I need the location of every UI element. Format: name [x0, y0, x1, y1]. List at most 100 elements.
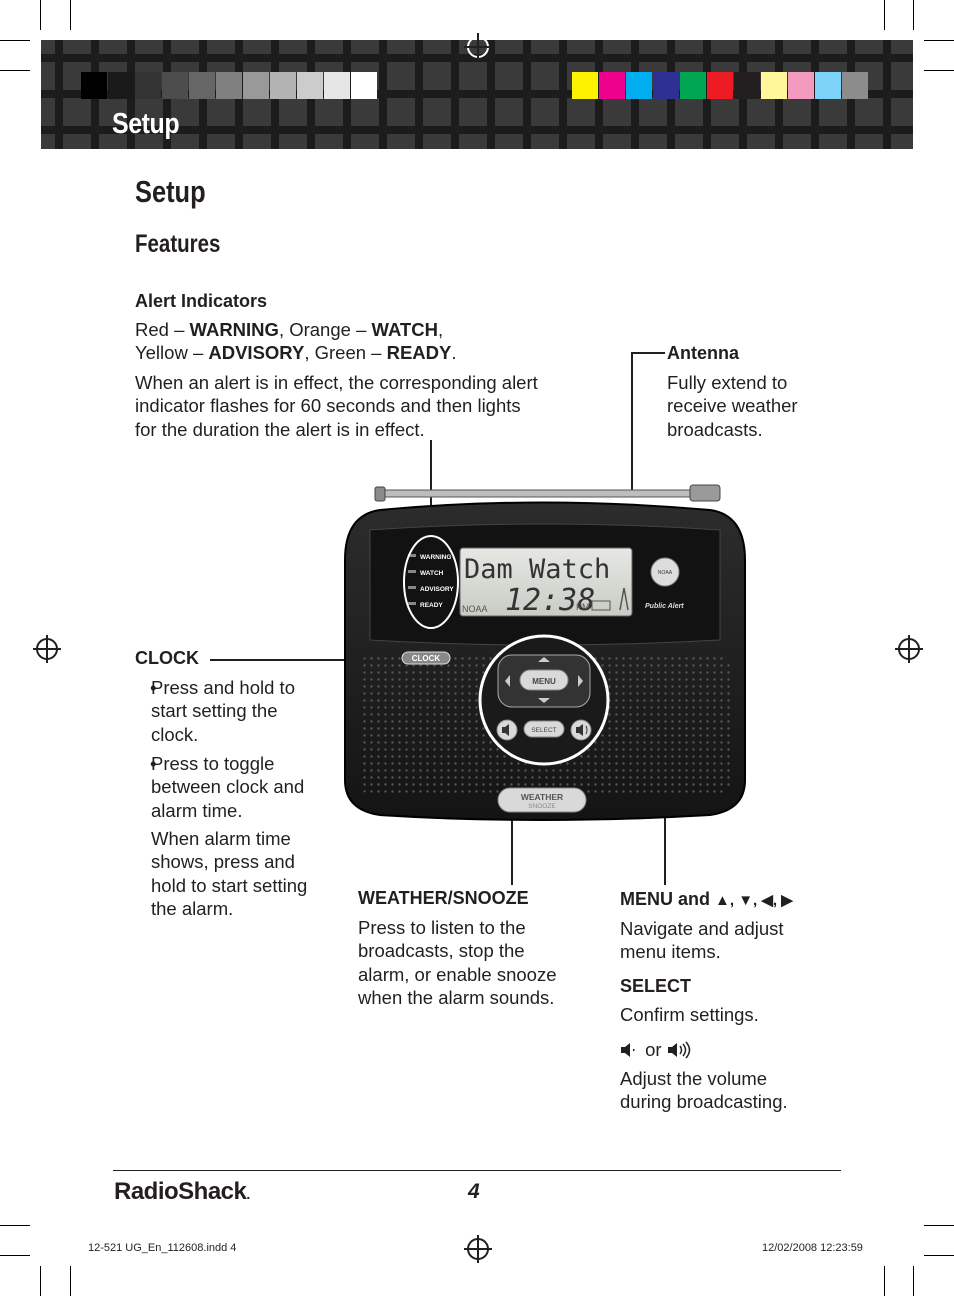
clock-bullet-1: Press and hold to start setting the cloc… — [151, 676, 311, 746]
crop-mark — [0, 1225, 30, 1226]
clock-bullet-2-text: Press to toggle between clock and alarm … — [151, 753, 305, 821]
crop-mark — [884, 1266, 885, 1296]
lcd-text: Dam Watch — [464, 554, 610, 585]
crop-mark — [924, 40, 954, 41]
color-swatch — [626, 72, 652, 99]
indicator-watch: WATCH — [420, 570, 444, 577]
antenna-body: Fully extend to receive weather broadcas… — [667, 372, 798, 440]
alert-heading: Alert Indicators — [135, 291, 268, 311]
antenna-heading: Antenna — [667, 343, 739, 363]
lcd-pm: PM — [576, 602, 590, 612]
logo-text: RadioShack — [114, 1178, 247, 1205]
crop-mark — [924, 1255, 954, 1256]
color-swatch — [189, 72, 215, 99]
volume-body: Adjust the volume during broadcasting. — [620, 1068, 788, 1113]
crop-mark — [913, 0, 914, 30]
crop-mark — [0, 40, 30, 41]
volume-down-icon — [621, 1043, 635, 1057]
alert-red-label: Red – — [135, 319, 190, 340]
select-heading: SELECT — [620, 976, 692, 996]
punct: . — [451, 342, 457, 364]
weather-button: WEATHER — [521, 792, 563, 802]
slug-date: 12/02/2008 12:23:59 — [762, 1242, 863, 1254]
registration-mark-icon — [895, 635, 923, 663]
menu-heading: MENU and ▲, ▼, ◀, ▶ — [620, 888, 793, 912]
menu-button: MENU — [532, 677, 556, 686]
page-title: Setup — [135, 174, 206, 209]
crop-mark — [0, 70, 30, 71]
bullet-dot: • — [150, 753, 157, 774]
color-swatch — [162, 72, 188, 99]
color-swatch — [297, 72, 323, 99]
volume-icons: or — [620, 1038, 691, 1062]
crop-mark — [924, 1225, 954, 1226]
weather-body: Press to listen to the broadcasts, stop … — [358, 917, 557, 1008]
crop-mark — [924, 70, 954, 71]
snooze-label: SNOOZE — [528, 803, 556, 810]
alert-orange-label: , Orange – — [278, 319, 372, 340]
indicator-ready: READY — [420, 602, 443, 609]
footer-rule — [113, 1170, 841, 1171]
alert-colors: Red – WARNING, Orange – WATCH, Yellow – … — [135, 318, 555, 365]
registration-mark-icon — [464, 33, 492, 61]
alert-ready-label: READY — [386, 342, 452, 364]
alert-yellow-label: Yellow – — [135, 342, 209, 364]
arrow-icons: ▲, ▼, ◀, ▶ — [715, 892, 793, 909]
menu-body: Navigate and adjust menu items. — [620, 918, 784, 963]
public-alert-logo: Public Alert — [645, 603, 684, 610]
color-swatch — [761, 72, 787, 99]
clock-bullet-1-text: Press and hold to start setting the cloc… — [151, 677, 295, 745]
section-title: Features — [135, 230, 221, 258]
clock-heading: CLOCK — [135, 648, 199, 668]
alert-green-label: , Green – — [304, 342, 387, 364]
crop-mark — [913, 1266, 914, 1296]
color-swatch — [135, 72, 161, 99]
clock-note: When alarm time shows, press and hold to… — [151, 828, 308, 919]
alert-watch-label: WATCH — [371, 319, 438, 340]
color-swatch-bar — [572, 72, 869, 99]
bullet-dot: • — [150, 677, 157, 698]
antenna-callout-line — [631, 352, 633, 492]
select-button: SELECT — [531, 727, 556, 734]
lcd-time: 12:38 — [505, 583, 595, 618]
banner-title: Setup — [112, 108, 180, 140]
gray-swatch-bar — [81, 72, 378, 99]
color-swatch — [680, 72, 706, 99]
color-swatch — [572, 72, 598, 99]
lcd-noaa: NOAA — [462, 604, 488, 614]
clock-callout-line — [210, 659, 402, 661]
crop-mark — [70, 0, 71, 30]
antenna-callout-line — [631, 352, 665, 354]
noaa-logo: NOAA — [658, 570, 673, 576]
crop-mark — [40, 0, 41, 30]
crop-mark — [0, 1255, 30, 1256]
weather-callout-line — [511, 805, 513, 885]
crop-mark — [70, 1266, 71, 1296]
color-swatch — [351, 72, 377, 99]
crop-mark — [40, 1266, 41, 1296]
alert-body: When an alert is in effect, the correspo… — [135, 372, 538, 440]
color-swatch — [81, 72, 107, 99]
color-swatch — [734, 72, 760, 99]
color-swatch — [788, 72, 814, 99]
weather-radio-illustration: Dam Watch 12:38 NOAA PM WARNING WATCH AD… — [344, 484, 746, 821]
volume-up-icon — [667, 1041, 690, 1059]
alert-warning-label: WARNING — [189, 319, 279, 340]
weather-heading: WEATHER/SNOOZE — [358, 888, 529, 908]
registration-mark-icon — [464, 1235, 492, 1263]
radioshack-logo: RadioShack. — [114, 1178, 250, 1206]
slug-file: 12-521 UG_En_112608.indd 4 — [88, 1242, 237, 1254]
clock-button: CLOCK — [412, 654, 441, 663]
color-swatch — [216, 72, 242, 99]
color-swatch — [842, 72, 868, 99]
indicator-advisory: ADVISORY — [420, 586, 454, 593]
clock-bullet-2: Press to toggle between clock and alarm … — [151, 752, 311, 822]
volume-or: or — [640, 1039, 667, 1060]
menu-heading-label: MENU and — [620, 889, 716, 909]
color-swatch — [599, 72, 625, 99]
page-number: 4 — [468, 1180, 480, 1203]
select-body: Confirm settings. — [620, 1004, 759, 1025]
color-swatch — [815, 72, 841, 99]
punct: , — [437, 319, 444, 340]
color-swatch — [653, 72, 679, 99]
